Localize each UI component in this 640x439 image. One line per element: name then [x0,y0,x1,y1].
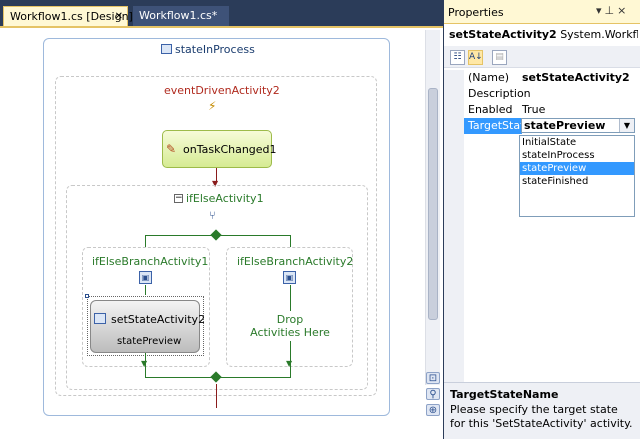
property-name: Description [468,87,531,100]
if-else-title[interactable]: ifElseActivity1 [186,192,264,205]
branch-1-title[interactable]: ifElseBranchActivity1 [92,255,209,268]
zoom-icon[interactable]: ⊡ [426,372,440,384]
dropdown-option-selected[interactable]: statePreview [520,162,634,175]
arrow-down-icon: ▼ [212,179,219,188]
condition-icon: ▣ [139,271,152,284]
property-pages-icon[interactable]: ▤ [492,50,507,65]
targetstate-value: statePreview [524,119,606,132]
connector-line [145,353,146,377]
property-grid-gutter [444,70,464,382]
categorized-icon[interactable]: ☷ [450,50,465,65]
connector-line [290,235,291,247]
connector-line [145,285,146,295]
branch-icon: ⑂ [209,209,216,222]
tab-label: Workflow1.cs* [139,9,218,22]
on-task-changed-activity[interactable] [162,130,272,168]
property-name: (Name) [468,71,510,84]
if-else-container[interactable] [66,185,368,390]
property-value[interactable]: setStateActivity2 [522,71,630,84]
scrollbar-thumb[interactable] [428,88,438,320]
if-else-branch-1[interactable] [82,247,210,367]
tab-workflow-design[interactable]: Workflow1.cs [Design]* ✕ [3,6,138,26]
targetstate-dropdown-list [519,135,635,217]
targetstate-combobox[interactable] [521,118,635,133]
help-title: TargetStateName [450,388,559,401]
alphabetical-icon[interactable]: A↓ [468,50,483,65]
close-icon[interactable]: × [617,4,630,17]
state-title[interactable]: stateInProcess [175,43,255,56]
property-row-targetstate[interactable]: TargetState [444,118,640,134]
task-event-icon: ✎ [166,142,177,156]
property-row-description[interactable]: Description [444,86,640,102]
dropdown-option[interactable]: InitialState [522,137,577,148]
on-task-changed-label: onTaskChanged1 [183,143,277,156]
binoculars-icon[interactable]: ⚲ [426,388,440,400]
set-state-target: statePreview [117,336,182,347]
connector-line [290,285,291,311]
condition-icon: ▣ [283,271,296,284]
object-name: setStateActivity2 [449,28,557,41]
connector-line [216,384,217,408]
branch-2-title[interactable]: ifElseBranchActivity2 [237,255,354,268]
chevron-down-icon[interactable]: ▼ [619,119,634,132]
arrow-down-icon: ▼ [286,359,293,368]
state-activity-container[interactable] [43,38,390,416]
connector-line [290,341,291,377]
properties-title: Properties [448,6,504,19]
set-state-icon [94,313,106,324]
pin-icon[interactable]: ⊥ [604,4,618,17]
state-icon [161,44,172,54]
tab-label: Workflow1.cs [Design]* [10,10,139,23]
tab-workflow-code[interactable]: Workflow1.cs* [133,6,229,26]
connector-line [145,235,290,236]
event-driven-title[interactable]: eventDrivenActivity2 [164,84,280,97]
properties-panel [444,0,640,439]
property-row-enabled[interactable]: Enabled True [444,102,640,118]
properties-header [444,0,640,24]
set-state-activity[interactable] [90,300,200,353]
collapse-icon[interactable]: − [174,193,183,203]
help-text: Please specify the target state for this… [450,403,633,430]
dropdown-arrow-icon[interactable]: ▾ [596,4,605,17]
drop-activities-hint[interactable]: Drop Activities Here [250,313,330,339]
connector-line [145,235,146,247]
close-icon[interactable]: ✕ [114,11,123,22]
panel-controls[interactable]: ▾⊥× [596,4,629,17]
if-else-branch-2[interactable] [226,247,353,367]
property-name: Enabled [468,103,513,116]
dropdown-option[interactable]: stateFinished [522,176,589,187]
dropdown-option[interactable]: stateInProcess [522,150,595,161]
object-type: System.Workflow.A [560,28,638,41]
connector-line [216,168,217,182]
selection-handle[interactable] [85,294,89,298]
set-state-label: setStateActivity2 [111,313,206,326]
pan-icon[interactable]: ⊕ [426,404,440,416]
arrow-down-icon: ▼ [141,359,148,368]
object-selector[interactable]: setStateActivity2 System.Workflow.A [446,26,638,44]
property-value[interactable]: True [522,103,546,116]
property-name: TargetState [464,118,531,134]
event-driven-icon: ⚡ [208,99,217,113]
property-description-pane [444,382,640,439]
property-row-name[interactable]: (Name) setStateActivity2 [444,70,640,86]
